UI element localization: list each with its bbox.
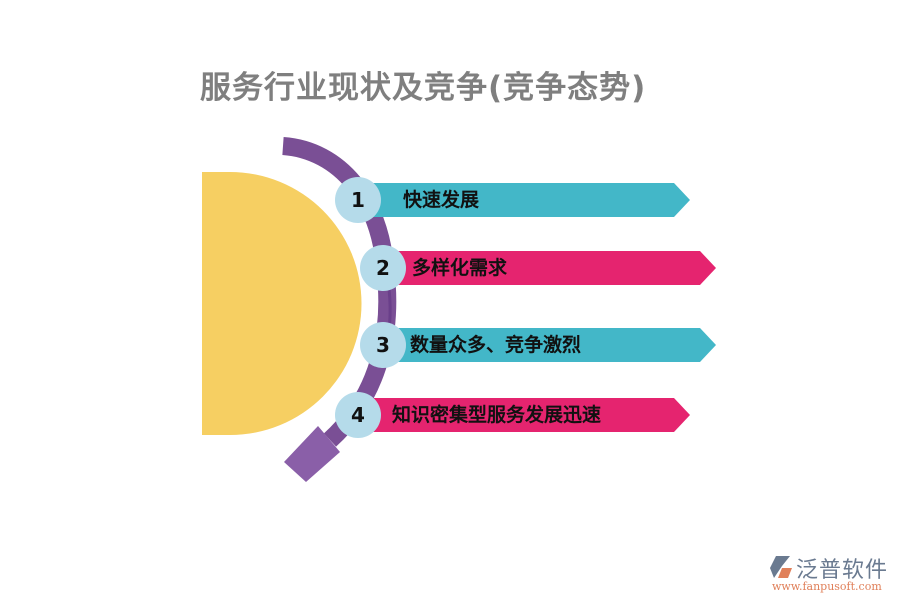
item-label-1: 快速发展 [403, 189, 480, 211]
logo-url: www.fanpusoft.com [772, 580, 882, 593]
arrow-bar-2 [395, 251, 716, 285]
logo-mark-icon [770, 556, 792, 578]
item-label-2: 多样化需求 [412, 257, 508, 279]
number-circle-2: 2 [360, 245, 406, 291]
item-label-4: 知识密集型服务发展迅速 [392, 404, 602, 426]
number-circle-1: 1 [335, 177, 381, 223]
number-circle-4: 4 [335, 392, 381, 438]
page-title: 服务行业现状及竞争(竞争态势) [200, 70, 647, 106]
arrow-bar-1 [370, 183, 690, 217]
item-label-3: 数量众多、竞争激烈 [410, 334, 582, 356]
number-circle-3: 3 [360, 322, 406, 368]
arrow-bar-3 [395, 328, 716, 362]
logo-name: 泛普软件 [796, 558, 889, 583]
arrow-head-icon [284, 426, 340, 482]
arrow-bar-4 [370, 398, 690, 432]
yellow-half-circle-fill [202, 172, 362, 435]
